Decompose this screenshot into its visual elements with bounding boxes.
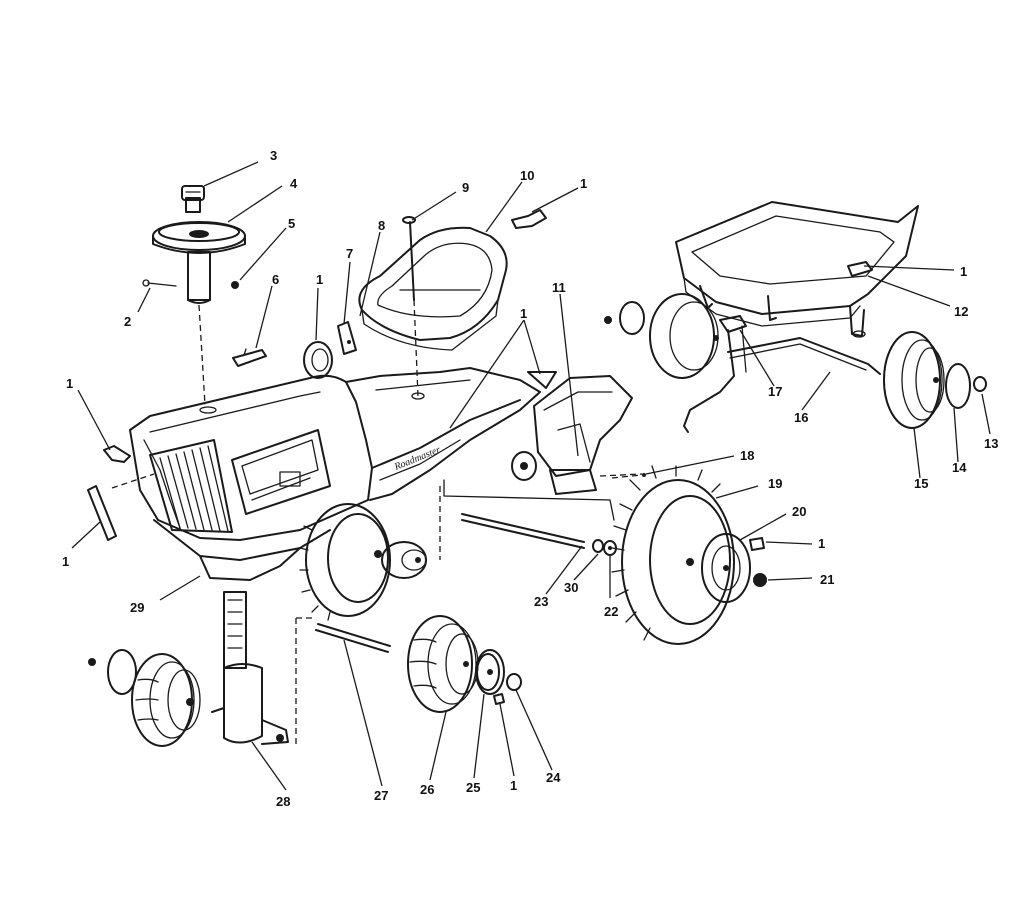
front-wheel-left [131, 653, 201, 747]
pin-part-2 [142, 279, 177, 287]
callout-16: 16 [794, 410, 808, 425]
callout-20: 20 [792, 504, 806, 519]
callout-13: 13 [984, 436, 998, 451]
wagon-hubcap-left [604, 301, 645, 335]
callout-24: 24 [546, 770, 561, 785]
callout-1-reflector: 1 [316, 272, 323, 287]
axle-part-27 [315, 623, 391, 653]
cap-part-24 [506, 673, 522, 691]
wagon-axle-part-16 [727, 337, 881, 375]
wagon-hubcap-part-14 [945, 363, 971, 409]
clip-part-1-seat [511, 209, 547, 229]
bracket-part-7 [337, 321, 357, 355]
decal-part-1-triangle [527, 371, 557, 389]
washer-part-30 [592, 539, 604, 553]
callout-1-clip: 1 [580, 176, 587, 191]
steering-cap-part-3 [181, 185, 205, 213]
callout-30: 30 [564, 580, 578, 595]
wagon-wheel-left [649, 293, 719, 379]
washer-part-22 [603, 540, 617, 556]
callout-9: 9 [462, 180, 469, 195]
callout-22: 22 [604, 604, 618, 619]
callout-25: 25 [466, 780, 480, 795]
callout-18: 18 [740, 448, 754, 463]
clip-part-1-small [493, 693, 505, 705]
callout-17: 17 [768, 384, 782, 399]
front-bumper-part-29 [153, 519, 331, 581]
callout-8: 8 [378, 218, 385, 233]
callout-19: 19 [768, 476, 782, 491]
callout-1-wagon: 1 [960, 264, 967, 279]
wagon-cap-part-13 [973, 376, 987, 392]
bolt-part-18 [611, 473, 646, 479]
callout-1-hubcap: 1 [818, 536, 825, 551]
callout-11: 11 [552, 280, 566, 295]
callout-6: 6 [272, 272, 279, 287]
hitch-part-17 [683, 315, 747, 433]
callout-10: 10 [520, 168, 534, 183]
nut-part-21 [753, 573, 767, 587]
tractor-hood [129, 374, 373, 541]
clip-part-1-hubcap [749, 537, 765, 551]
leader-lines [71, 161, 991, 791]
front-wheel-part-26 [407, 615, 479, 713]
bolt-part-9 [402, 216, 419, 397]
large-rear-tire-part-19 [611, 465, 735, 645]
callout-7: 7 [346, 246, 353, 261]
seat-part-10 [358, 226, 508, 351]
callout-5: 5 [288, 216, 295, 231]
steering-wheel-part-4 [152, 221, 246, 254]
steering-post-part-28 [211, 591, 289, 745]
callout-4: 4 [290, 176, 298, 191]
rear-wheel-under-body [299, 503, 427, 621]
callout-23: 23 [534, 594, 548, 609]
callout-29: 29 [130, 600, 144, 615]
nut-part-5 [231, 281, 239, 289]
clip-part-1-left [103, 445, 131, 463]
callout-26: 26 [420, 782, 434, 797]
callout-12: 12 [954, 304, 968, 319]
callout-labels: 3 4 5 2 6 1 7 8 9 10 1 1 11 1 12 17 16 1… [62, 148, 998, 809]
reflector-part-1-wagon [847, 261, 873, 277]
pedal-crank-left [511, 451, 537, 481]
hubcap-part-25 [475, 649, 505, 695]
callout-28: 28 [276, 794, 290, 809]
axle-part-23 [461, 513, 585, 549]
callout-14: 14 [952, 460, 967, 475]
callout-1-front: 1 [62, 554, 69, 569]
fender-part-11 [533, 375, 633, 495]
reflector-part-1-front [87, 485, 117, 541]
callout-1-left: 1 [66, 376, 73, 391]
wagon-bed-part-12 [675, 201, 919, 338]
wagon-wheel-part-15 [883, 331, 945, 429]
callout-1-small: 1 [510, 778, 517, 793]
hubcap-part-20 [701, 533, 751, 603]
reflector-part-1 [303, 341, 333, 379]
bracket-part-6 [232, 348, 267, 367]
callout-3: 3 [270, 148, 277, 163]
callout-21: 21 [820, 572, 834, 587]
steering-column-part [187, 251, 211, 304]
hubcap-front-left [88, 649, 137, 695]
tractor-frame: Roadmaster [345, 367, 541, 501]
callout-1-decal: 1 [520, 306, 527, 321]
callout-27: 27 [374, 788, 388, 803]
callout-15: 15 [914, 476, 928, 491]
callout-2: 2 [124, 314, 131, 329]
